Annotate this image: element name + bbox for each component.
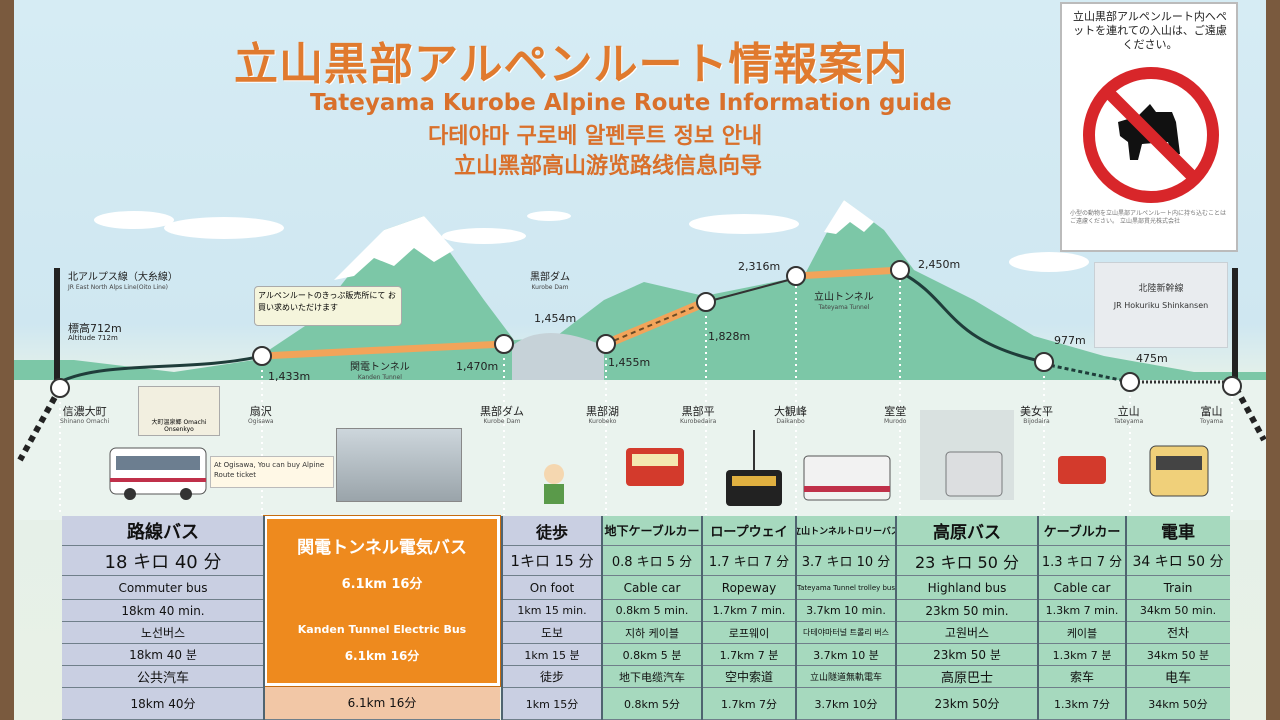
- pet-small-print: 小型の動物を立山黒部アルペンルート内に持ち込むことはご遠慮ください。: [1070, 210, 1226, 225]
- onsen-photo: 大町温泉郷 Omachi Onsenkyo: [138, 386, 220, 436]
- col-foot: 徒歩 1キロ 15 分 On foot 1km 15 min. 도보 1km 1…: [502, 516, 602, 720]
- col-route-bus: 路線バス 18 キロ 40 分 Commuter bus 18km 40 min…: [62, 516, 264, 720]
- altitude-bijodaira: 977m: [1054, 334, 1086, 347]
- col-underground-cable: 地下ケーブルカー 0.8 キロ 5 分 Cable car 0.8km 5 mi…: [602, 516, 702, 720]
- altitude-tateyama: 475m: [1136, 352, 1168, 365]
- shinkansen-en: JR Hokuriku Shinkansen: [1113, 301, 1209, 310]
- no-dogs-icon: [1083, 67, 1219, 203]
- transport-table: 路線バス 18 キロ 40 分 Commuter bus 18km 40 min…: [62, 516, 1230, 720]
- title-chinese: 立山黑部高山游览路线信息向导: [454, 154, 763, 179]
- altitude-kurobedaira: 1,828m: [708, 330, 751, 343]
- col-cable-car: ケーブルカー 1.3 キロ 7 分 Cable car 1.3km 7 min.…: [1038, 516, 1126, 720]
- shinkansen-panel: 北陸新幹線 JR Hokuriku Shinkansen: [1094, 262, 1228, 348]
- altitude-daikanbo: 2,316m: [738, 260, 781, 273]
- tateyama-tunnel-label: 立山トンネル Tateyama Tunnel: [814, 292, 874, 311]
- title-japanese: 立山黒部アルペンルート情報案内: [234, 39, 909, 90]
- altitude-omachi-en: Altitude 712m: [68, 334, 118, 342]
- information-board: 立山黒部アルペンルート情報案内 Tateyama Kurobe Alpine R…: [14, 0, 1266, 720]
- ogisawa-ticket-callout: At Ogisawa, You can buy Alpine Route tic…: [210, 456, 334, 488]
- title-english: Tateyama Kurobe Alpine Route Information…: [310, 90, 952, 116]
- altitude-dam: 1,454m: [534, 312, 577, 325]
- col-trolley-bus: 立山トンネルトロリーバス 3.7 キロ 10 分 Tateyama Tunnel…: [796, 516, 896, 720]
- no-pets-text: 立山黒部アルペンルート内へペットを連れての入山は、ご遠慮ください。: [1073, 10, 1227, 51]
- col-ropeway: ロープウェイ 1.7 キロ 7 分 Ropeway 1.7km 7 min. 로…: [702, 516, 796, 720]
- altitude-ogisawa: 1,433m: [268, 370, 311, 383]
- altitude-kurobeko: 1,455m: [608, 356, 651, 369]
- pet-issuer: 立山黒部貫光株式会社: [1119, 218, 1180, 225]
- bus-photo: [336, 428, 462, 502]
- no-pets-sign: 立山黒部アルペンルート内へペットを連れての入山は、ご遠慮ください。 小型の動物を…: [1060, 2, 1238, 252]
- altitude-murodo: 2,450m: [918, 258, 961, 271]
- kanden-highlight-box: 関電トンネル電気バス 6.1km 16分 Kanden Tunnel Elect…: [264, 516, 500, 686]
- ticket-callout: アルペンルートのきっぷ販売所にて お買い求めいただけます: [254, 286, 402, 326]
- oito-line-label: 北アルプス線（大糸線） JR East North Alps Line(Oito…: [68, 272, 178, 291]
- altitude-dam-left: 1,470m: [456, 360, 499, 373]
- col-highland-bus: 高原バス 23 キロ 50 分 Highland bus 23km 50 min…: [896, 516, 1038, 720]
- title-korean: 다테야마 구로베 알펜루트 정보 안내: [428, 124, 763, 149]
- kurobe-dam-top-label: 黒部ダム Kurobe Dam: [530, 272, 570, 291]
- col-train: 電車 34 キロ 50 分 Train 34km 50 min. 전차 34km…: [1126, 516, 1230, 720]
- vehicle-illustrations: [109, 410, 1209, 506]
- kanden-tunnel-label: 関電トンネル Kanden Tunnel: [350, 362, 410, 381]
- altitude-omachi: 標高712m: [68, 322, 122, 335]
- shinkansen-ja: 北陸新幹線: [1138, 284, 1184, 294]
